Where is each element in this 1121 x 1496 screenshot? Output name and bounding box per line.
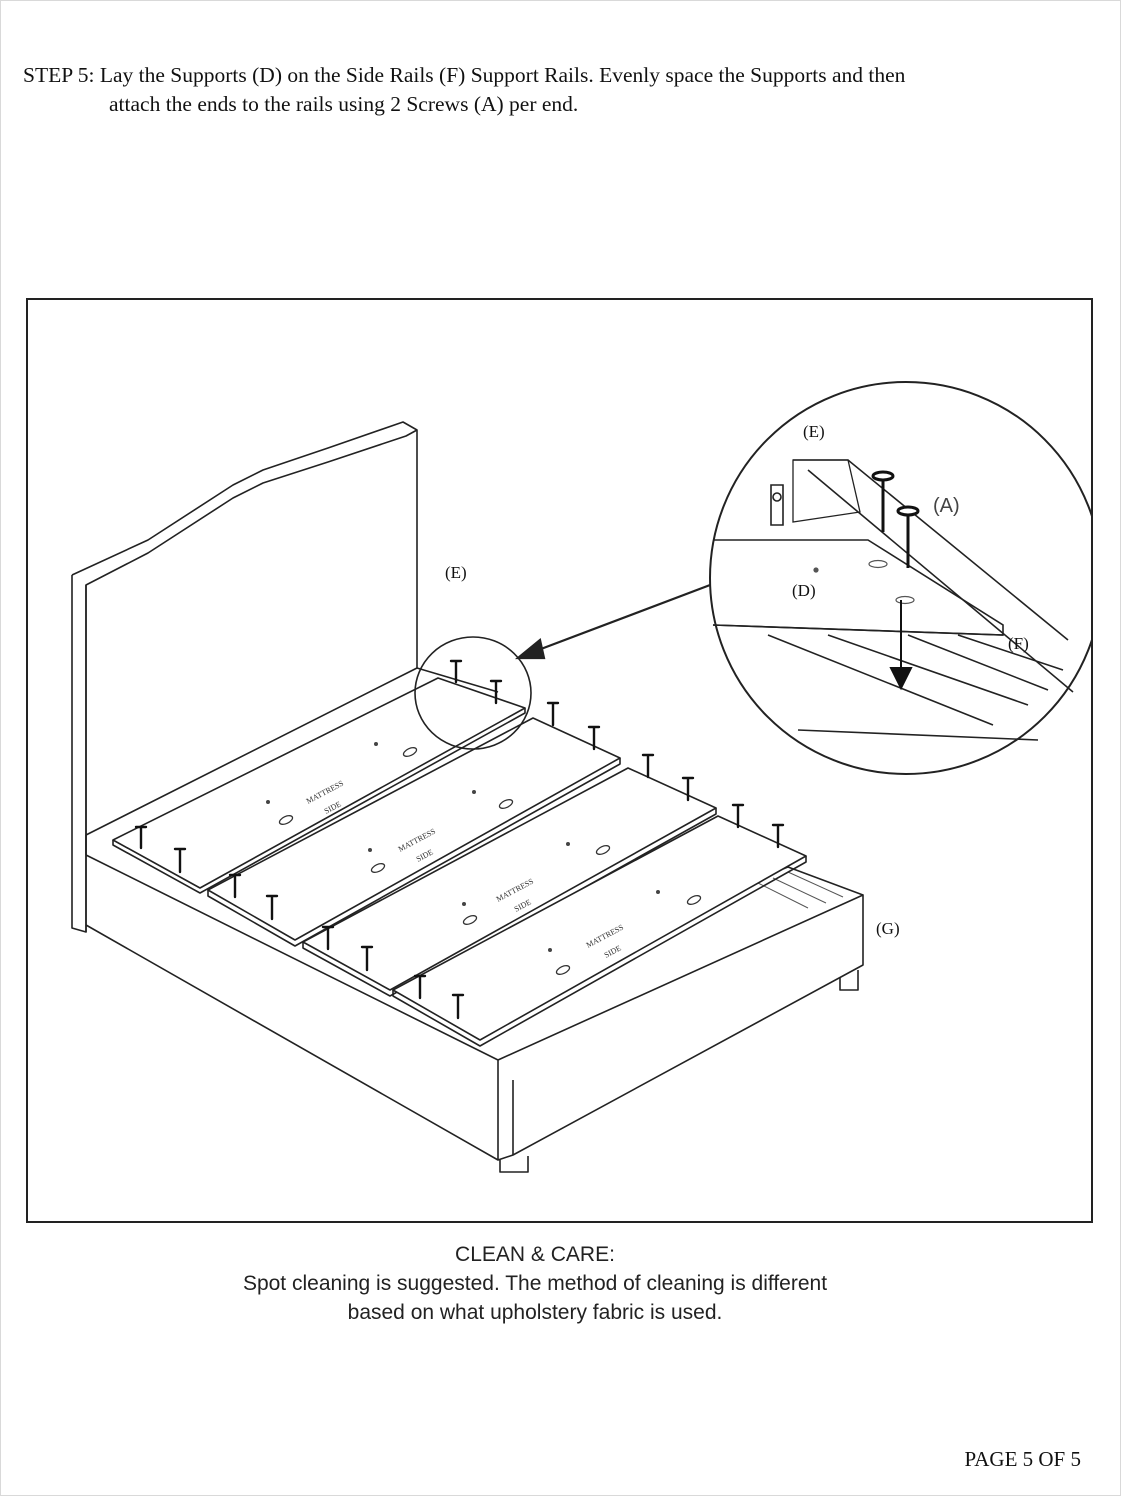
pointer-arrow [514, 580, 719, 660]
inset-screws [871, 470, 920, 568]
step-text-1: : Lay the Supports (D) on the Side Rails… [88, 63, 906, 87]
inset-detail [709, 381, 1091, 775]
label-footboard-g: (G) [876, 919, 900, 938]
leg-front [499, 1156, 529, 1173]
label-inset-f: (F) [1008, 634, 1029, 653]
label-inset-d: (D) [792, 581, 816, 600]
page-number: PAGE 5 OF 5 [964, 1447, 1081, 1471]
support-slats [112, 677, 807, 1047]
step-line-2: attach the ends to the rails using 2 Scr… [109, 92, 579, 116]
detail-circle [414, 636, 532, 750]
headboard [71, 421, 418, 668]
bed-illustration: MATTRESS SIDE MATTRESS SIDE MATTRESS SID… [71, 381, 1091, 1173]
label-headboard-e: (E) [445, 563, 467, 582]
assembly-figure: MATTRESS SIDE MATTRESS SIDE MATTRESS SID… [26, 298, 1093, 1223]
care-heading: CLEAN & CARE: [455, 1243, 615, 1266]
care-line-1: Spot cleaning is suggested. The method o… [242, 1272, 828, 1295]
label-inset-e: (E) [803, 422, 825, 441]
step-line-1: STEP 5: Lay the Supports (D) on the Side… [23, 61, 1083, 90]
care-line-2: based on what upholstery fabric is used. [347, 1301, 723, 1324]
clean-care-section: CLEAN & CARE: Spot cleaning is suggested… [100, 1240, 970, 1327]
leg-right [839, 970, 859, 991]
side-rail [85, 667, 499, 836]
step-label: STEP 5 [23, 63, 89, 87]
screws [134, 659, 785, 1020]
step-instruction: STEP 5: Lay the Supports (D) on the Side… [23, 61, 1083, 119]
inset-down-arrow [889, 600, 913, 691]
label-inset-a: (A) [933, 495, 960, 517]
